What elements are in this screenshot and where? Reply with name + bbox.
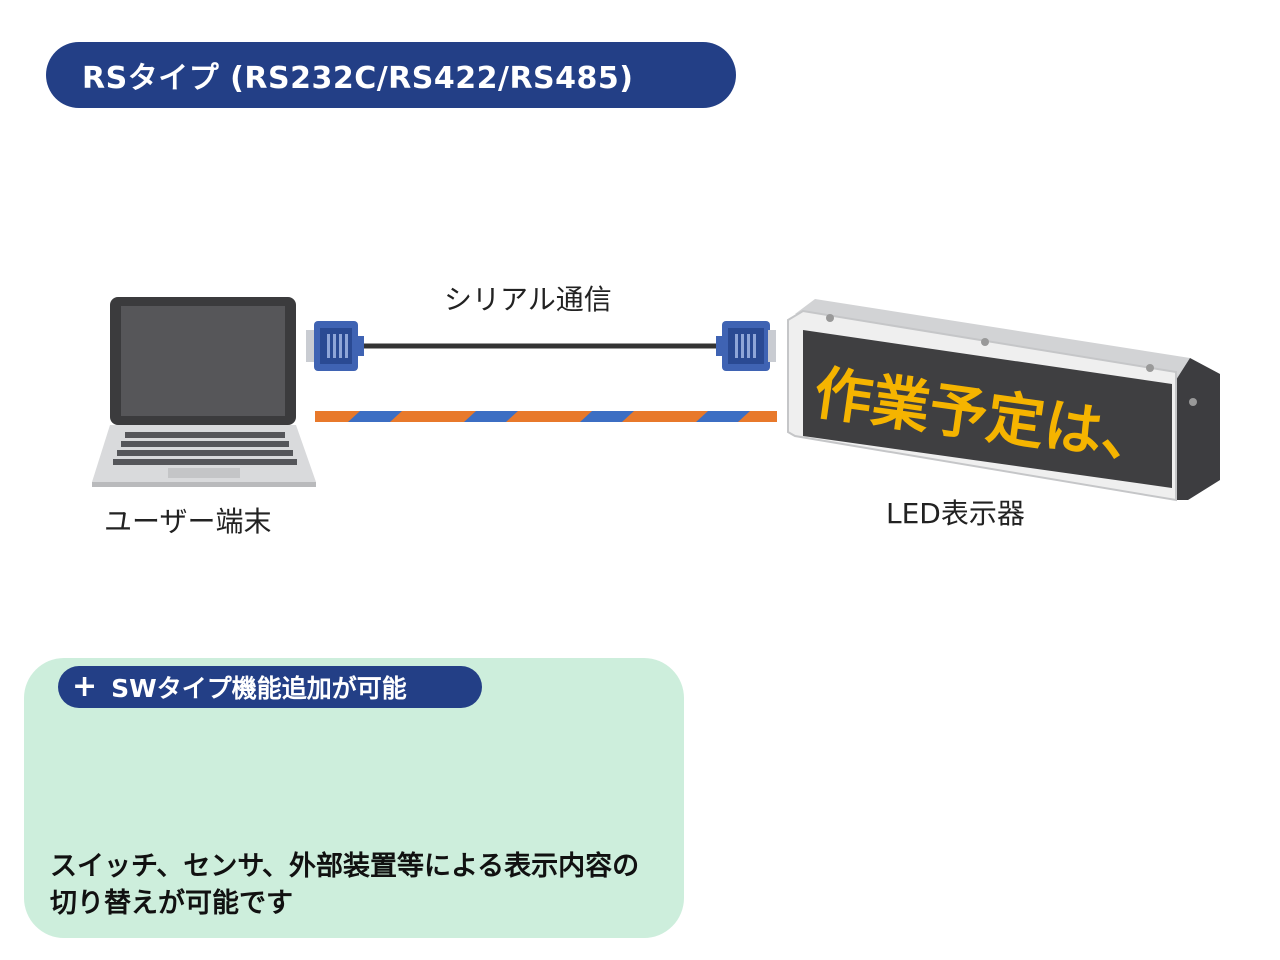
right-serial-connector-icon (716, 321, 776, 371)
signal-stripe (315, 411, 777, 422)
laptop-icon (92, 297, 316, 487)
sw-addon-description: スイッチ、センサ、外部装置等による表示内容の 切り替えが可能です (50, 848, 670, 922)
led-display-label: LED表示器 (886, 497, 1025, 530)
left-serial-connector-icon (306, 321, 364, 371)
sw-addon-title-text: SWタイプ機能追加が可能 (111, 674, 407, 703)
serial-communication-label: シリアル通信 (444, 283, 612, 316)
page-title: RSタイプ (RS232C/RS422/RS485) (46, 42, 736, 108)
plus-icon: + (72, 669, 98, 704)
user-terminal-label: ユーザー端末 (104, 505, 272, 538)
description-line-1: スイッチ、センサ、外部装置等による表示内容の (50, 851, 640, 882)
description-line-2: 切り替えが可能です (50, 888, 293, 919)
led-display-icon (787, 299, 1220, 502)
sw-addon-title: + SWタイプ機能追加が可能 (58, 666, 482, 708)
